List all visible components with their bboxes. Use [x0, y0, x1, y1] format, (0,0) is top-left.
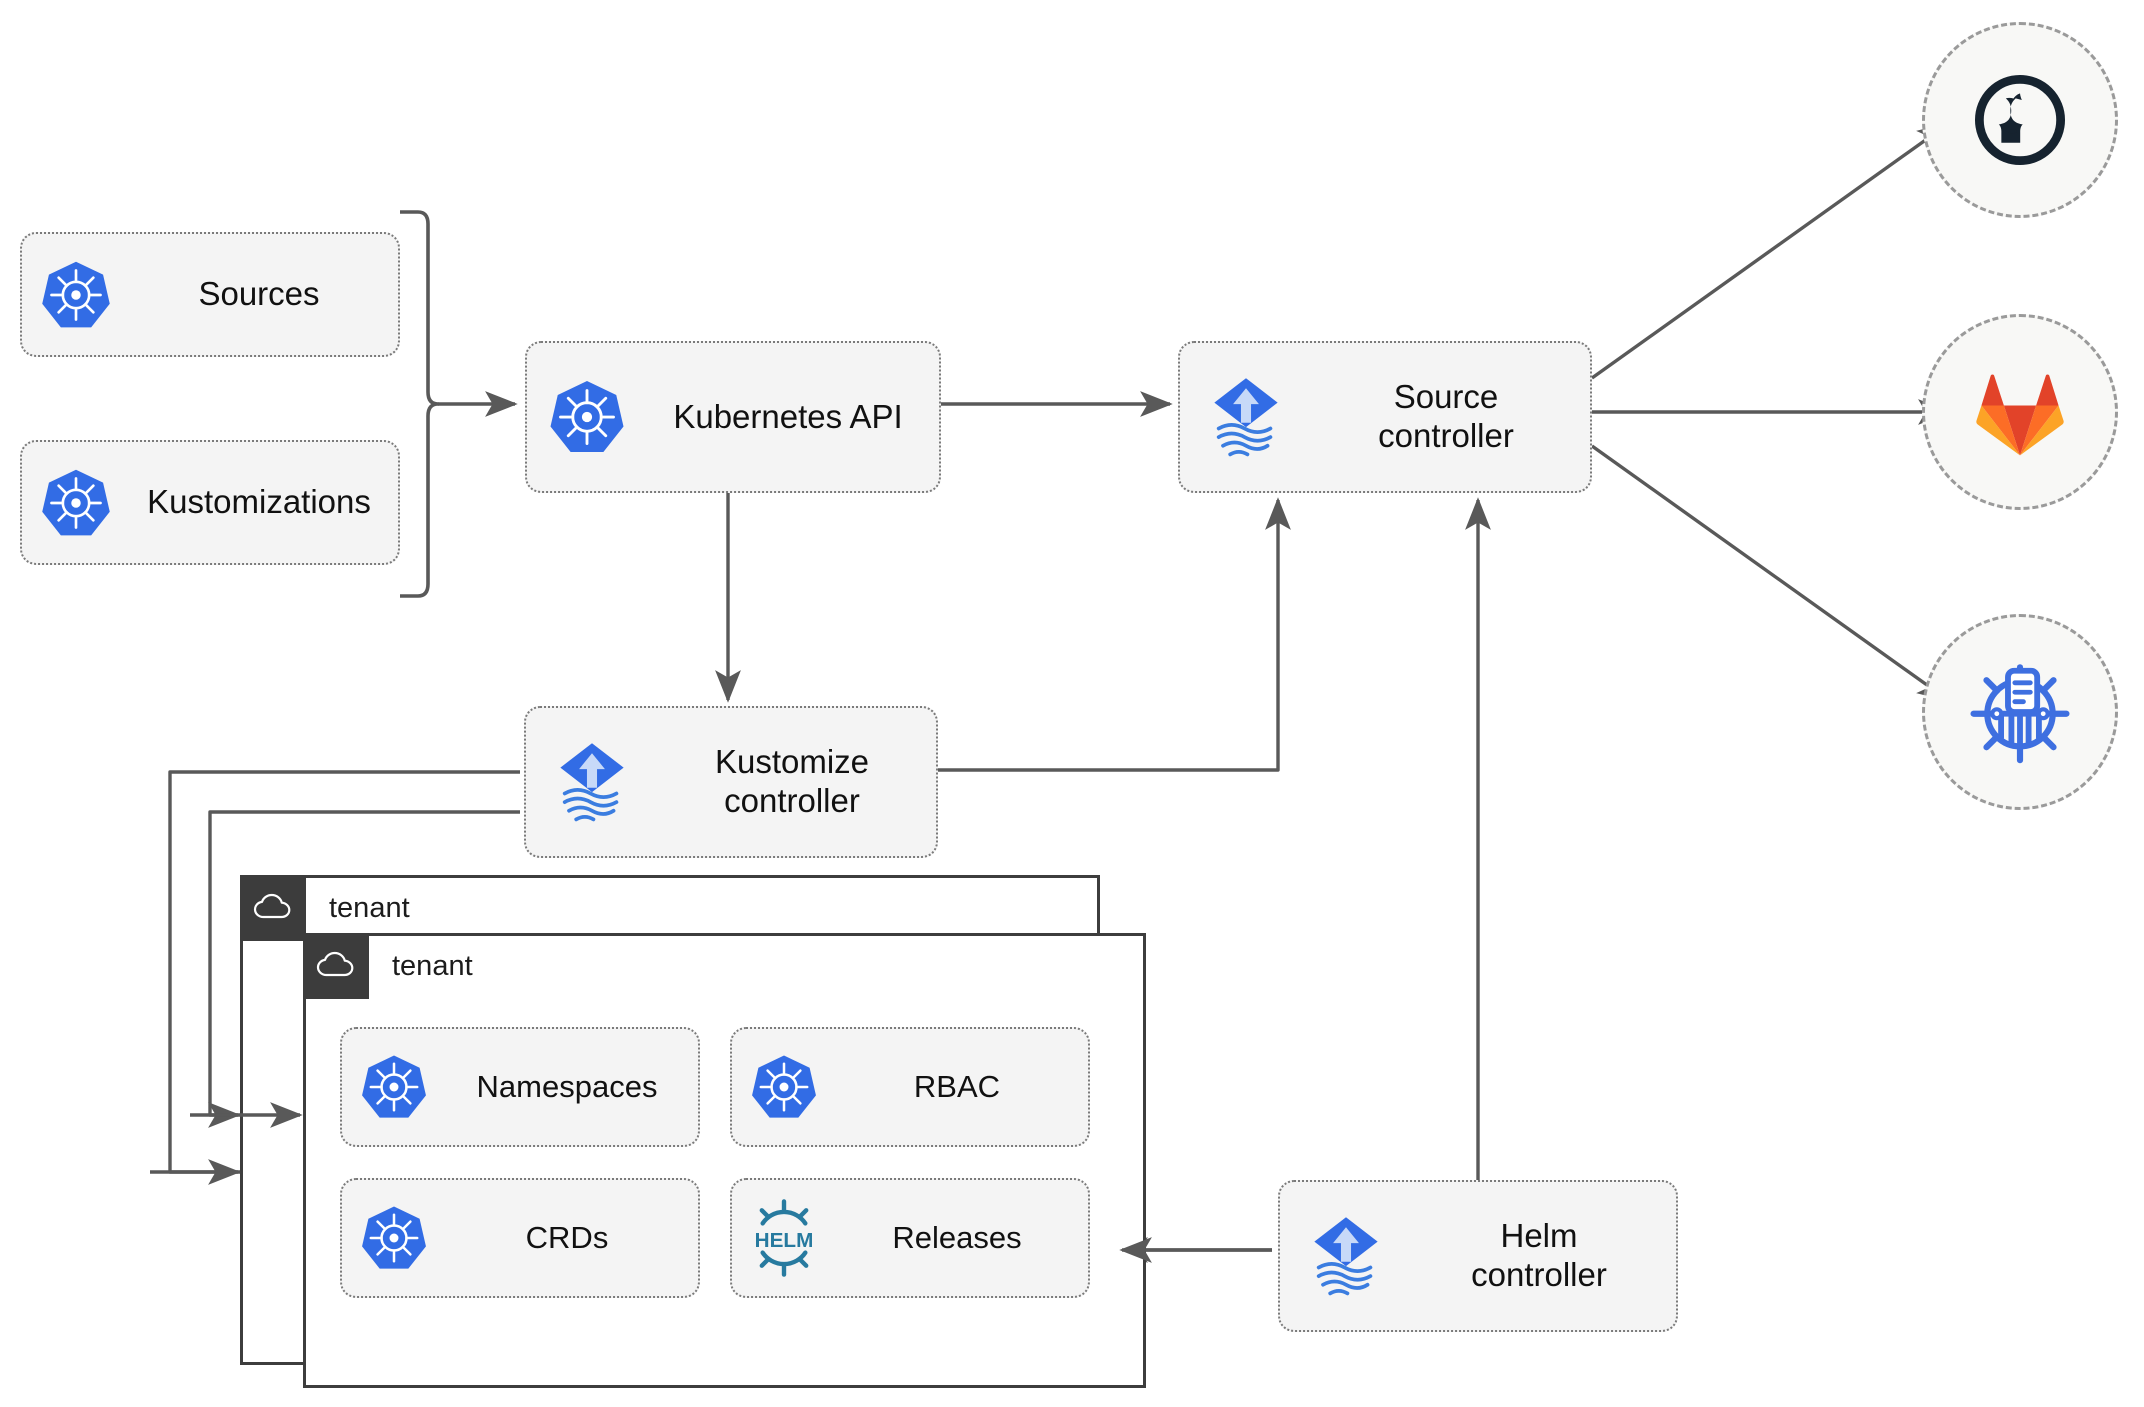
node-helm-controller[interactable]: Helm controller: [1278, 1180, 1678, 1332]
node-releases-label: Releases: [892, 1219, 1022, 1255]
node-source-controller-label: Source controller: [1378, 378, 1514, 454]
endpoint-github[interactable]: [1922, 22, 2118, 218]
node-helm-controller-label: Helm controller: [1471, 1217, 1607, 1293]
flux-icon: [1180, 341, 1312, 493]
node-rbac[interactable]: RBAC: [730, 1027, 1090, 1147]
node-crds-label: CRDs: [525, 1219, 609, 1255]
node-sources[interactable]: Sources: [20, 232, 400, 357]
tenant-header-back: [240, 875, 306, 941]
node-namespaces[interactable]: Namespaces: [340, 1027, 700, 1147]
tenant-header-front: [303, 933, 369, 999]
kubernetes-icon: [22, 440, 130, 565]
flux-icon: [1280, 1180, 1412, 1332]
cloud-icon: [316, 951, 354, 977]
node-rbac-label: RBAC: [913, 1068, 1001, 1104]
tenant-title-front: tenant: [392, 950, 473, 982]
wire-source-to-github: [1591, 122, 1951, 380]
gitlab-icon: [1976, 374, 2064, 456]
kubernetes-icon: [22, 232, 130, 357]
cloud-icon: [253, 893, 291, 919]
kubernetes-icon: [732, 1027, 836, 1147]
wire-source-to-registry: [1591, 444, 1951, 702]
node-kustomize-controller[interactable]: Kustomize controller: [524, 706, 938, 858]
node-kustomize-controller-label: Kustomize controller: [714, 743, 870, 819]
flux-icon: [526, 706, 658, 858]
tenant-container-front[interactable]: tenant: [303, 933, 1146, 1388]
node-kustomizations[interactable]: Kustomizations: [20, 440, 400, 565]
kubernetes-icon: [342, 1178, 446, 1298]
node-releases[interactable]: HELM Releases: [730, 1178, 1090, 1298]
wire-kustomize-to-source: [932, 497, 1291, 772]
node-kustomizations-label: Kustomizations: [147, 483, 371, 521]
node-crds[interactable]: CRDs: [340, 1178, 700, 1298]
helm-registry-icon: [1970, 664, 2070, 764]
node-kubernetes-api-label: Kubernetes API: [673, 397, 903, 435]
tenant-title-back: tenant: [329, 892, 410, 924]
node-source-controller[interactable]: Source controller: [1178, 341, 1592, 493]
helm-wordmark: HELM: [755, 1229, 814, 1252]
node-namespaces-label: Namespaces: [476, 1068, 658, 1104]
kubernetes-icon: [527, 341, 647, 493]
node-kubernetes-api[interactable]: Kubernetes API: [525, 341, 941, 493]
github-icon: [1974, 74, 2066, 166]
node-sources-label: Sources: [198, 275, 320, 313]
kubernetes-icon: [342, 1027, 446, 1147]
wire-sources-bracket: [400, 210, 440, 598]
helm-icon: HELM: [732, 1178, 836, 1298]
endpoint-gitlab[interactable]: [1922, 314, 2118, 510]
endpoint-helm-registry[interactable]: [1922, 614, 2118, 810]
